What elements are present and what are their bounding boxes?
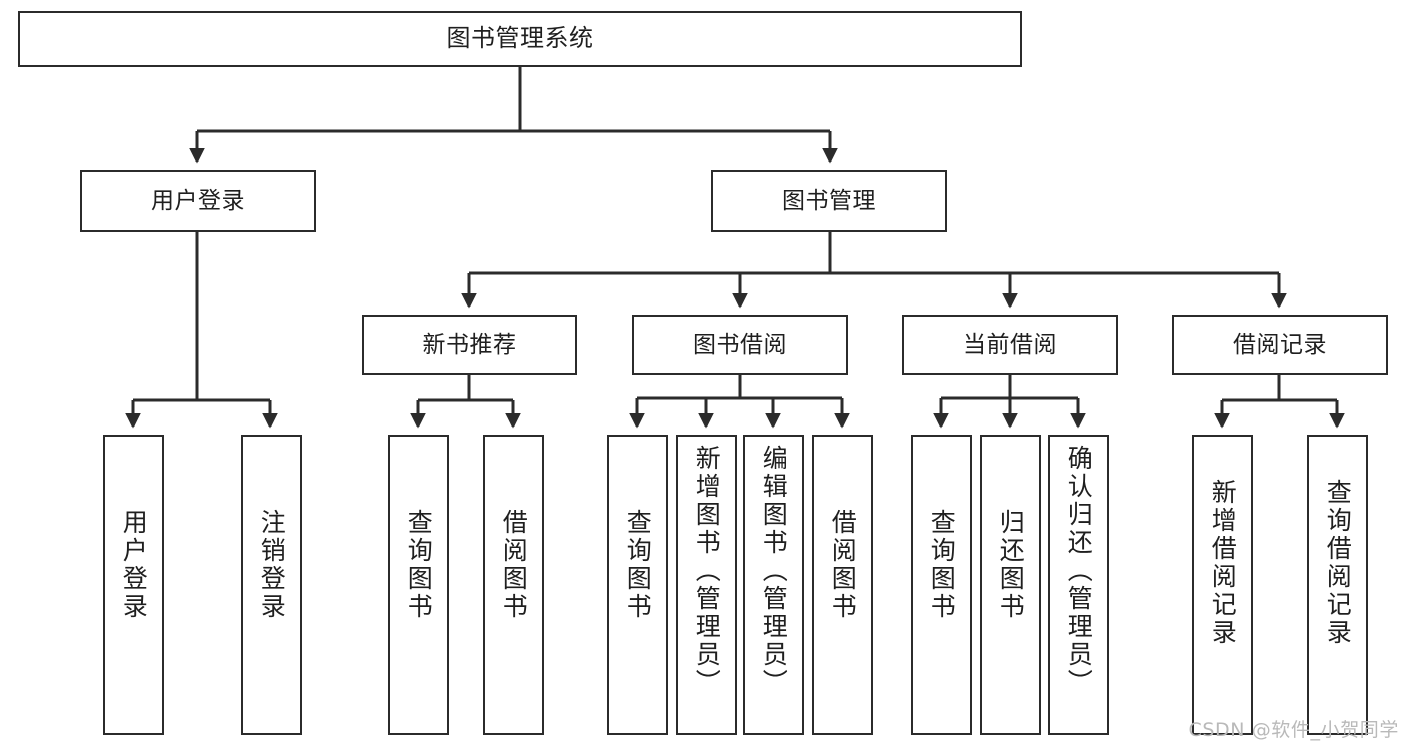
node-label: 图书管理 [782, 187, 876, 214]
node-borrow-record[interactable]: 借阅记录 [1172, 315, 1388, 375]
node-current-borrow[interactable]: 当前借阅 [902, 315, 1118, 375]
leaf-borrow-edit-book-admin[interactable]: 编辑图书（管理员） [743, 435, 804, 735]
node-label: 借阅记录 [1233, 331, 1327, 358]
node-label: 图书借阅 [693, 331, 787, 358]
node-label: 当前借阅 [963, 331, 1057, 358]
node-label: 归还图书 [996, 509, 1026, 621]
leaf-borrow-add-book-admin[interactable]: 新增图书（管理员） [676, 435, 737, 735]
node-label: 确认归还（管理员） [1064, 445, 1094, 697]
node-label: 编辑图书（管理员） [759, 445, 789, 697]
leaf-current-query-book[interactable]: 查询图书 [911, 435, 972, 735]
leaf-record-add-record[interactable]: 新增借阅记录 [1192, 435, 1253, 735]
leaf-borrow-query-book[interactable]: 查询图书 [607, 435, 668, 735]
node-book-borrow[interactable]: 图书借阅 [632, 315, 848, 375]
node-user-login[interactable]: 用户登录 [80, 170, 316, 232]
node-label: 新书推荐 [422, 331, 517, 358]
leaf-borrow-borrow-book[interactable]: 借阅图书 [812, 435, 873, 735]
node-label: 查询借阅记录 [1323, 479, 1353, 647]
leaf-current-return-book[interactable]: 归还图书 [980, 435, 1041, 735]
node-book-management[interactable]: 图书管理 [711, 170, 947, 232]
node-label: 借阅图书 [499, 509, 529, 621]
node-new-book-recommend[interactable]: 新书推荐 [362, 315, 577, 375]
watermark: CSDN @软件_小贺同学 [1188, 719, 1399, 741]
node-label: 用户登录 [151, 187, 245, 214]
node-label: 查询图书 [927, 509, 957, 621]
node-label: 图书管理系统 [446, 24, 594, 53]
node-root-system[interactable]: 图书管理系统 [18, 11, 1022, 67]
node-label: 查询图书 [623, 509, 653, 621]
node-label: 新增借阅记录 [1208, 479, 1238, 647]
leaf-recommend-borrow-book[interactable]: 借阅图书 [483, 435, 544, 735]
leaf-user-login-signin[interactable]: 用户登录 [103, 435, 164, 735]
leaf-recommend-query-book[interactable]: 查询图书 [388, 435, 449, 735]
node-label: 新增图书（管理员） [692, 445, 722, 697]
node-label: 借阅图书 [828, 509, 858, 621]
leaf-current-confirm-return-admin[interactable]: 确认归还（管理员） [1048, 435, 1109, 735]
leaf-record-query-record[interactable]: 查询借阅记录 [1307, 435, 1368, 735]
node-label: 注销登录 [257, 509, 287, 621]
node-label: 用户登录 [119, 509, 149, 621]
node-label: 查询图书 [404, 509, 434, 621]
leaf-user-login-signout[interactable]: 注销登录 [241, 435, 302, 735]
